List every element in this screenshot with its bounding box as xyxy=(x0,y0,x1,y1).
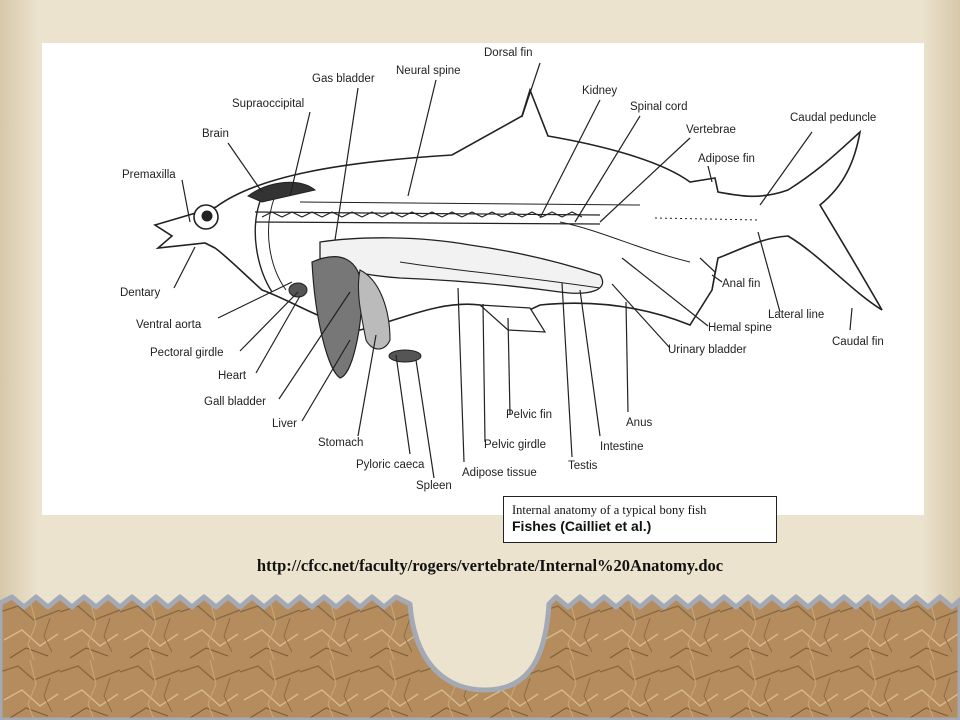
label-gall-bladder: Gall bladder xyxy=(204,396,266,408)
label-intestine: Intestine xyxy=(600,441,643,453)
leader-lines xyxy=(173,62,853,479)
label-heart: Heart xyxy=(218,370,247,382)
label-spinal-cord: Spinal cord xyxy=(630,101,688,113)
label-adipose-fin: Adipose fin xyxy=(698,153,755,165)
fish-anatomy-figure: Dorsal fin Neural spine Gas bladder Kidn… xyxy=(42,43,924,515)
label-lateral-line: Lateral line xyxy=(768,309,824,321)
label-spleen: Spleen xyxy=(416,480,452,492)
label-pelvic-girdle: Pelvic girdle xyxy=(484,439,546,451)
label-urinary-bladder: Urinary bladder xyxy=(668,344,747,356)
label-anus: Anus xyxy=(626,417,652,429)
source-url: http://cfcc.net/faculty/rogers/vertebrat… xyxy=(256,556,724,575)
label-testis: Testis xyxy=(568,460,598,472)
label-ventral-aorta: Ventral aorta xyxy=(136,319,202,331)
label-dorsal-fin: Dorsal fin xyxy=(484,47,533,59)
label-premaxilla: Premaxilla xyxy=(122,169,176,181)
label-layer: Dorsal fin Neural spine Gas bladder Kidn… xyxy=(120,47,884,492)
label-gas-bladder: Gas bladder xyxy=(312,73,375,85)
label-supraoccipital: Supraoccipital xyxy=(232,98,304,110)
figure-caption: Internal anatomy of a typical bony fish … xyxy=(503,496,777,543)
label-hemal-spine: Hemal spine xyxy=(708,322,772,334)
label-caudal-fin: Caudal fin xyxy=(832,336,884,348)
label-adipose-tissue: Adipose tissue xyxy=(462,467,537,479)
label-kidney: Kidney xyxy=(582,85,617,97)
fish-drawing xyxy=(153,87,883,379)
caption-source: Fishes (Cailliet et al.) xyxy=(512,518,652,534)
caption-description: Internal anatomy of a typical bony fish xyxy=(512,503,707,517)
label-pyloric-caeca: Pyloric caeca xyxy=(356,459,425,471)
label-caudal-peduncle: Caudal peduncle xyxy=(790,112,876,124)
label-stomach: Stomach xyxy=(318,437,363,449)
label-dentary: Dentary xyxy=(120,287,161,299)
label-anal-fin: Anal fin xyxy=(722,278,760,290)
label-vertebrae: Vertebrae xyxy=(686,124,736,136)
label-liver: Liver xyxy=(272,418,297,430)
label-pelvic-fin: Pelvic fin xyxy=(506,409,552,421)
label-brain: Brain xyxy=(202,128,229,140)
label-pectoral-girdle: Pectoral girdle xyxy=(150,347,224,359)
label-neural-spine: Neural spine xyxy=(396,65,461,77)
